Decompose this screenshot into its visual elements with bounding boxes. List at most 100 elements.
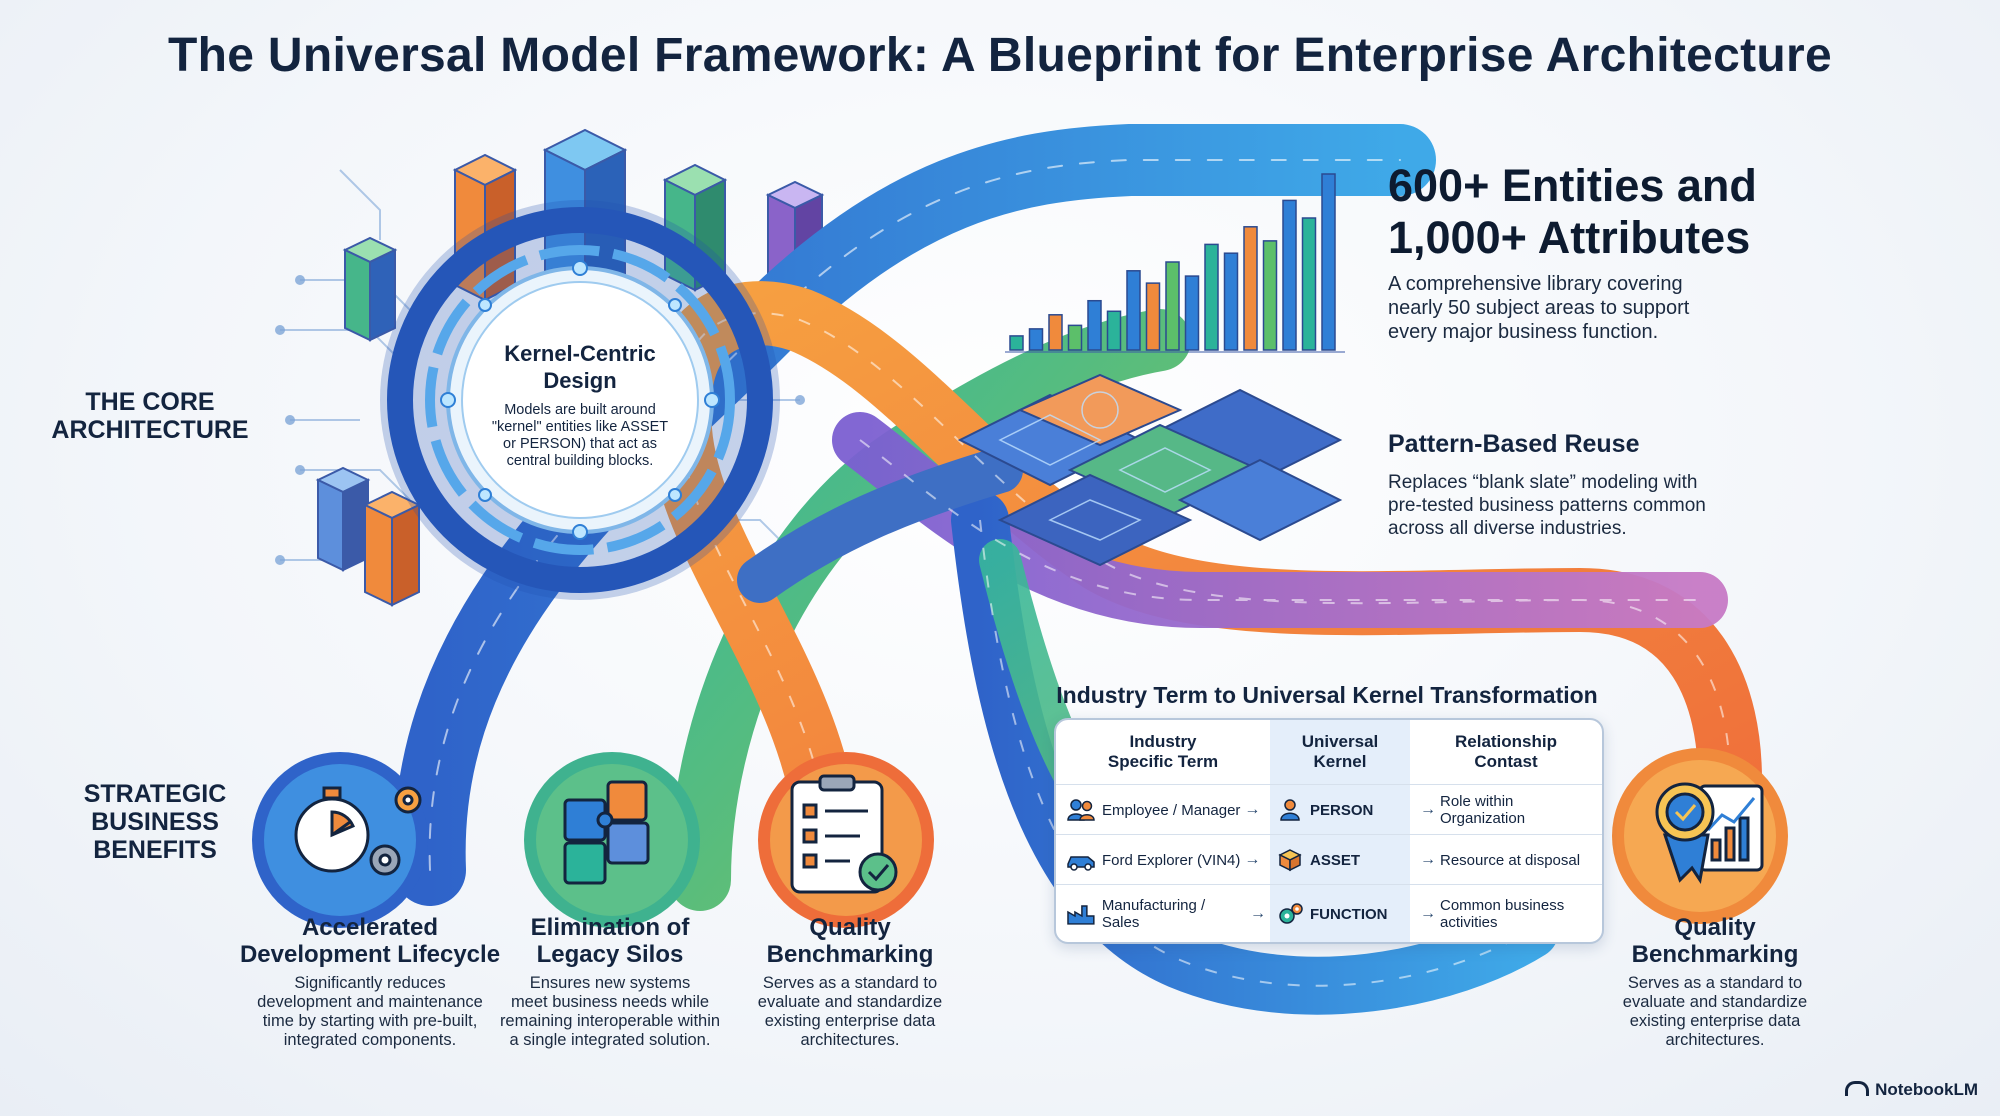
cell-industry-term: Ford Explorer (VIN4) [1102, 851, 1241, 869]
cell-industry-term: Employee / Manager [1102, 801, 1241, 819]
benefit-desc-line: existing enterprise data [1629, 1012, 1801, 1030]
stopwatch-gears-icon [294, 786, 422, 876]
kernel-desc-line1: Models are built around [504, 402, 656, 418]
award-chart-icon [1655, 782, 1764, 884]
cell-kernel: PERSON [1310, 801, 1374, 819]
growth-bar [1087, 299, 1102, 351]
brand-text: NotebookLM [1875, 1080, 1978, 1099]
growth-bar [1048, 314, 1063, 351]
kernel-title-line2: Design [543, 368, 617, 393]
benefit-desc-line: meet business needs while [510, 993, 710, 1011]
kernel-ring [380, 200, 780, 600]
benefit-legacy-silos: Elimination of Legacy Silos Ensures new … [480, 914, 740, 1050]
benefit-desc-line: integrated components. [283, 1031, 457, 1049]
box-icon [1278, 849, 1302, 872]
checklist-icon [790, 774, 898, 894]
growth-bar [1009, 335, 1024, 351]
entities-desc-line1: A comprehensive library covering [1388, 273, 1683, 295]
core-architecture-label: THE CORE ARCHITECTURE [40, 388, 260, 444]
benefits-label-line3: BENEFITS [93, 836, 217, 864]
arrow-right-icon: → [1244, 801, 1261, 818]
growth-bar [1204, 243, 1219, 351]
benefit-desc-line: evaluate and standardize [757, 993, 943, 1011]
header-line: Specific Term [1107, 752, 1219, 771]
notebooklm-logo-icon [1845, 1081, 1870, 1096]
pattern-desc-line2: pre-tested business patterns common [1388, 495, 1706, 516]
pattern-heading: Pattern-Based Reuse [1388, 430, 1640, 458]
cell-kernel: FUNCTION [1310, 905, 1388, 923]
kernel-desc-line4: central building blocks. [506, 453, 654, 469]
benefit-accelerated: Accelerated Development Lifecycle Signif… [230, 914, 510, 1050]
cell-industry-term: Manufacturing / Sales [1101, 897, 1206, 931]
arrow-right-icon: → [1420, 851, 1436, 868]
growth-bar [1321, 173, 1336, 351]
kernel-desc-line3: or PERSON) that act as [503, 436, 657, 452]
arrow-right-icon: → [1244, 851, 1261, 868]
growth-bar [1282, 199, 1297, 351]
benefit-title-line1: Quality [1674, 914, 1756, 941]
benefit-quality-benchmarking-right: Quality Benchmarking Serves as a standar… [1595, 914, 1835, 1050]
table-row: Manufacturing / Sales → FUNCTION → Commo… [1056, 884, 1602, 942]
pattern-block: Pattern-Based Reuse Replaces “blank slat… [1388, 430, 1948, 540]
benefit-desc-line: Significantly reduces [294, 974, 446, 992]
benefit-title-line1: Quality [809, 914, 891, 941]
growth-bar [1067, 324, 1083, 351]
header-line: Kernel [1313, 752, 1367, 771]
car-icon [1067, 856, 1095, 871]
table-title: Industry Term to Universal Kernel Transf… [1056, 682, 1598, 708]
benefit-quality-benchmarking: Quality Benchmarking Serves as a standar… [730, 914, 970, 1050]
benefit-desc-line: evaluate and standardize [1622, 993, 1808, 1011]
header-line: Relationship [1454, 732, 1557, 751]
table-row: Ford Explorer (VIN4) → ASSET → Resource … [1056, 834, 1602, 885]
cell-relationship: Common business [1440, 897, 1565, 914]
growth-bar [1106, 310, 1122, 351]
table-row: Employee / Manager → PERSON → Role withi… [1056, 784, 1602, 835]
header-line: Industry [1129, 732, 1197, 751]
core-label-line2: ARCHITECTURE [51, 416, 249, 444]
kernel-desc-line2: "kernel" entities like ASSET [491, 419, 669, 435]
growth-bar [1243, 226, 1258, 351]
entities-heading-line2: 1,000+ Attributes [1388, 212, 1751, 263]
growth-bar [1126, 270, 1141, 351]
entities-heading-line1: 600+ Entities and [1388, 160, 1757, 211]
benefit-title-line1: Accelerated [301, 914, 439, 941]
person-icon [1280, 799, 1300, 821]
benefits-label-line1: STRATEGIC [83, 780, 227, 808]
growth-bar [1184, 275, 1200, 351]
pattern-tiles [957, 373, 1343, 567]
header-line: Universal [1301, 732, 1379, 751]
entities-desc-line2: nearly 50 subject areas to support [1388, 297, 1690, 319]
people-icon [1067, 799, 1095, 821]
benefit-desc-line: Ensures new systems [529, 974, 691, 992]
cell-relationship: Role within Organization [1440, 793, 1526, 827]
benefit-desc-line: development and maintenance [257, 993, 483, 1011]
growth-bar [1145, 282, 1161, 351]
kernel-title-line1: Kernel-Centric [504, 341, 656, 366]
kernel-callout: Kernel-Centric Design Models are built a… [480, 340, 680, 470]
header-line: Contast [1474, 752, 1538, 771]
benefit-desc-line: remaining interoperable within [499, 1012, 721, 1030]
benefit-title-line2: Benchmarking [766, 941, 934, 968]
growth-bar [1165, 261, 1180, 351]
arrow-right-icon: → [1420, 801, 1436, 818]
growth-bar-chart [1009, 173, 1336, 351]
cell-relationship: Resource at disposal [1440, 851, 1581, 869]
arrow-right-icon: → [1420, 905, 1436, 922]
growth-bar [1223, 252, 1239, 351]
factory-icon [1067, 905, 1095, 925]
puzzle-icon [563, 780, 650, 885]
cell-kernel: ASSET [1310, 851, 1361, 869]
page-title: The Universal Model Framework: A Bluepri… [167, 29, 1832, 82]
benefit-desc-line: Serves as a standard to [1627, 974, 1803, 992]
pattern-desc-line3: across all diverse industries. [1388, 518, 1627, 539]
entities-desc-line3: every major business function. [1388, 321, 1659, 343]
benefit-desc-line: time by starting with pre-built, [262, 1012, 478, 1030]
benefit-title-line2: Legacy Silos [536, 941, 684, 968]
benefit-title-line2: Development Lifecycle [239, 941, 501, 968]
benefit-desc-line: a single integrated solution. [509, 1031, 711, 1049]
